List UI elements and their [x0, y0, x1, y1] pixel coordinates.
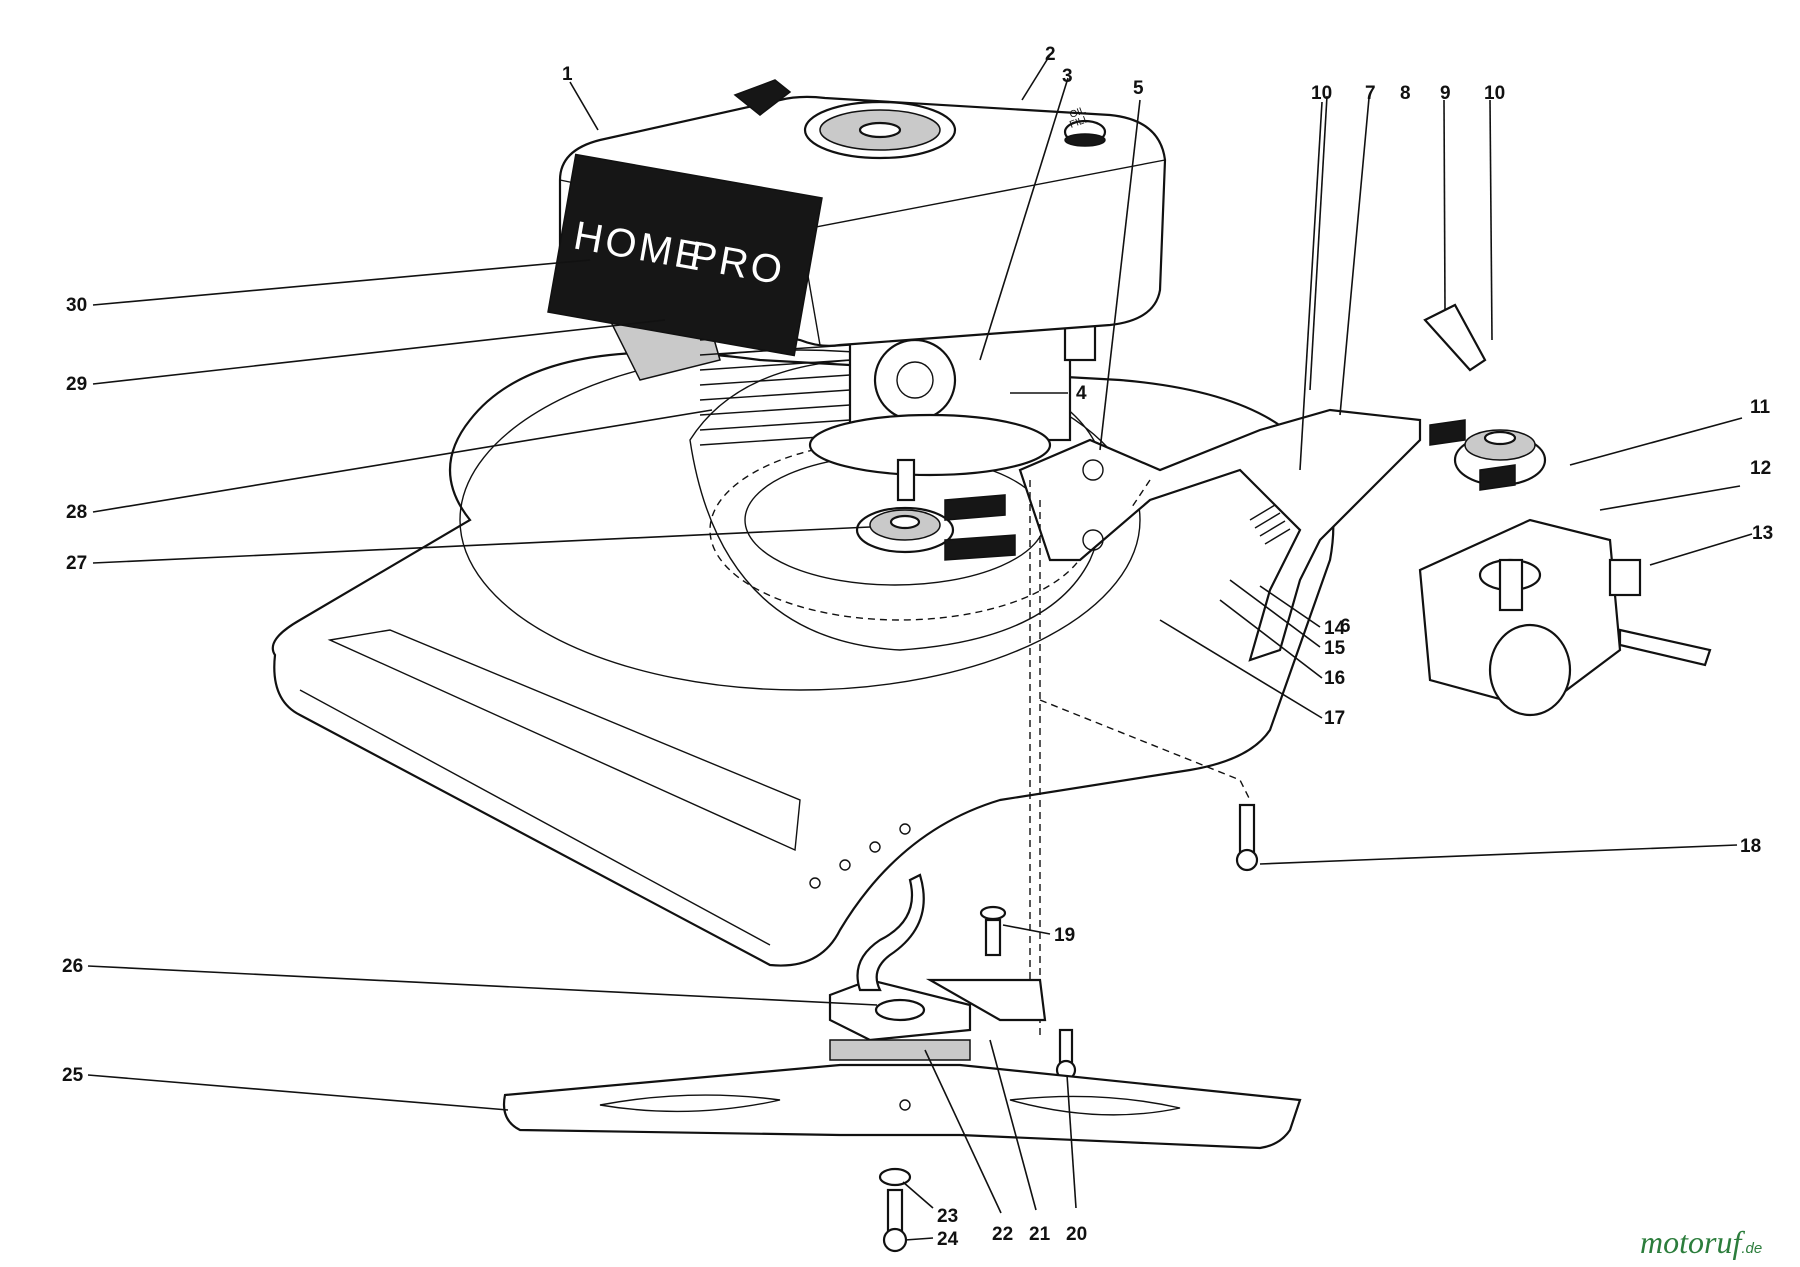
callout-17: 17: [1324, 708, 1345, 729]
callout-29: 29: [66, 374, 87, 395]
callout-10-right: 10: [1484, 83, 1505, 104]
mower-blade: [502, 1063, 1302, 1150]
callout-30: 30: [66, 295, 87, 316]
transmission: [1418, 518, 1712, 717]
callout-11: 11: [1750, 397, 1771, 418]
callout-6: 6: [1340, 616, 1351, 637]
callout-22: 22: [992, 1224, 1013, 1245]
callout-19: 19: [1054, 925, 1075, 946]
callout-23: 23: [937, 1206, 958, 1227]
callout-labels: 1 2 3 4 5 6 7 8 9 10 10 11 12 13 14 15 1…: [62, 44, 1773, 1250]
callout-14: 14: [1324, 618, 1346, 639]
callout-20: 20: [1066, 1224, 1087, 1245]
watermark-main-text: motoruf: [1640, 1224, 1745, 1260]
callout-18: 18: [1740, 836, 1761, 857]
engine: HOME PRO OIL FILL: [547, 79, 1167, 502]
callout-5: 5: [1133, 78, 1144, 99]
callout-9: 9: [1440, 83, 1451, 104]
callout-10-left: 10: [1311, 83, 1332, 104]
callout-2: 2: [1045, 44, 1056, 65]
svg-text:motoruf.de: motoruf.de: [1640, 1224, 1762, 1260]
idler-pulley: [1423, 303, 1547, 491]
mower-deck: [271, 349, 1335, 967]
watermark-logo: motoruf.de: [1640, 1224, 1762, 1260]
callout-7: 7: [1365, 83, 1376, 104]
callout-26: 26: [62, 956, 83, 977]
callout-4: 4: [1076, 383, 1087, 404]
callout-3: 3: [1062, 66, 1073, 87]
blade-adapter: [828, 873, 1047, 1061]
callout-1: 1: [562, 64, 573, 85]
callout-24: 24: [937, 1229, 959, 1250]
callout-25: 25: [62, 1065, 84, 1086]
leader-lines: [87, 54, 1753, 1241]
watermark-suffix: .de: [1741, 1240, 1762, 1257]
callout-27: 27: [66, 553, 87, 574]
callout-16: 16: [1324, 668, 1345, 689]
callout-21: 21: [1029, 1224, 1051, 1245]
callout-8: 8: [1400, 83, 1411, 104]
callout-12: 12: [1750, 458, 1771, 479]
callout-15: 15: [1324, 638, 1346, 659]
callout-28: 28: [66, 502, 87, 523]
idler-bracket: [1018, 408, 1422, 662]
engine-pulley: [855, 494, 1016, 561]
callout-13: 13: [1752, 523, 1773, 544]
oil-fill-label-oil: OIL: [1068, 105, 1087, 121]
